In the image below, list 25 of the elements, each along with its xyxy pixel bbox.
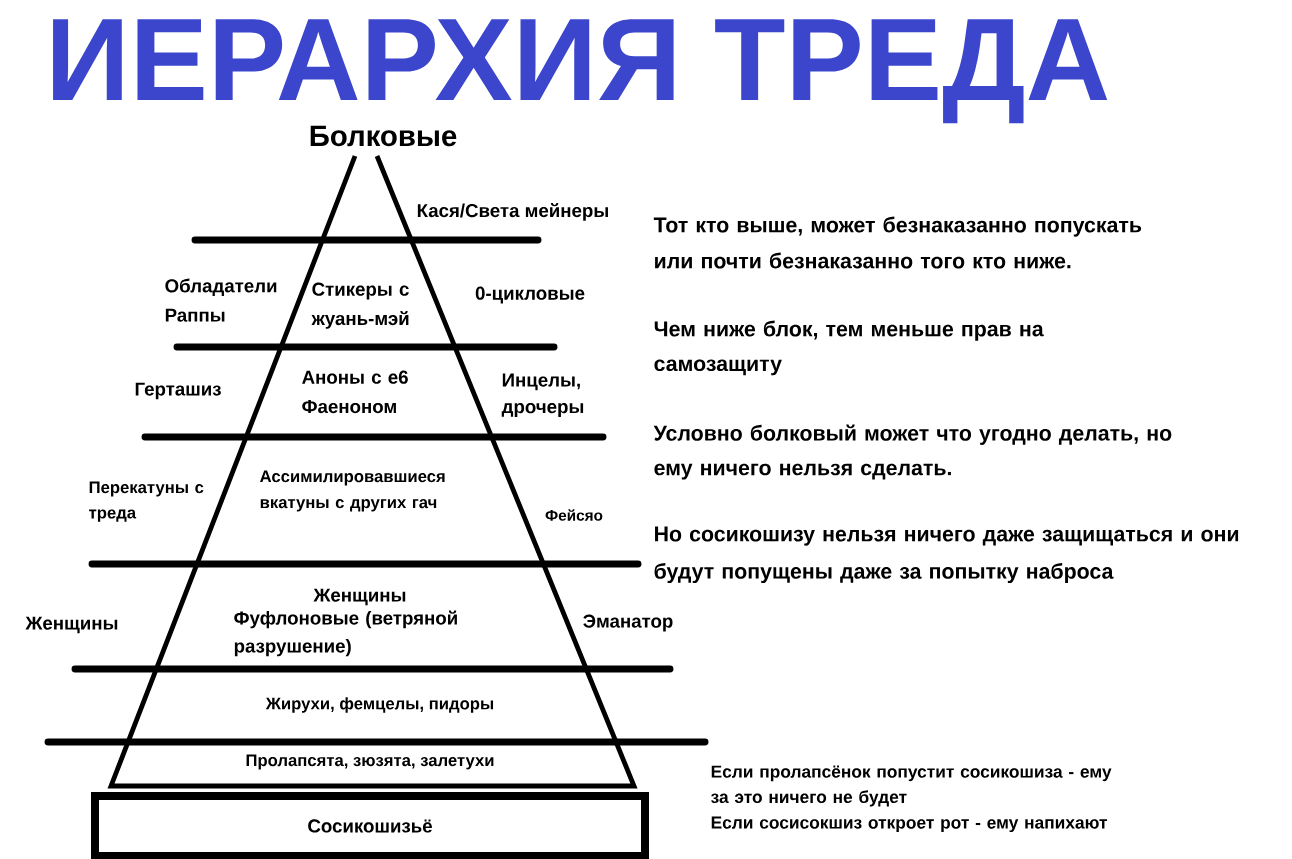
note-text: Если сосисокшиз откроет рот - ему напихают [711,816,1107,833]
side-label: Кася/Света мейнеры [417,203,608,221]
note-text: Условно болковый может что угодно делать, но ему ничего нельзя сделать. [653,424,1172,480]
note-text: Чем ниже блок, тем меньше прав на самозащиту [654,320,1044,376]
side-label: Герташиз [135,382,221,400]
side-label: Инцелы, дрочеры [501,373,584,417]
tier-label: Ассимилировавшиеся вкатуны с других гач [260,470,445,512]
side-label: 0-цикловые [475,286,585,304]
note-text: Тот кто выше, может безнаказанно попускать или почти безнаказанно того кто ниже. [653,216,1142,269]
side-label: Обладатели Раппы [165,278,277,322]
tier-label: Пролапсята, зюзята, залетухи [246,754,494,770]
tier-label: Аноны с е6 Фаеноном [302,370,408,414]
tier-label: Фуфлоновые (ветряной разрушение) [234,610,457,657]
tier-label: Стикеры с жуань-мэй [311,282,409,329]
side-label: Перекатуны с треда [89,481,204,522]
base-box: Сосикошизьё [91,792,649,859]
note-text: Но сосикошизу нельзя ничего даже защищаться и они будут попущены даже за попытку наброса [654,526,1239,584]
title: ИЕРАРХИЯ ТРЕДА [53,19,1108,124]
side-label: Женщины [25,616,118,634]
tier-label: Болковые [310,125,457,147]
side-label: Эманатор [583,614,673,632]
side-label: Фейсяо [545,509,603,521]
note-text: Если пролапсёнок попустит сосикошиза - ему за это ничего не будет [711,765,1112,807]
tier-label: Жирухи, фемцелы, пидоры [265,697,494,713]
tier-label: Женщины [313,588,406,606]
